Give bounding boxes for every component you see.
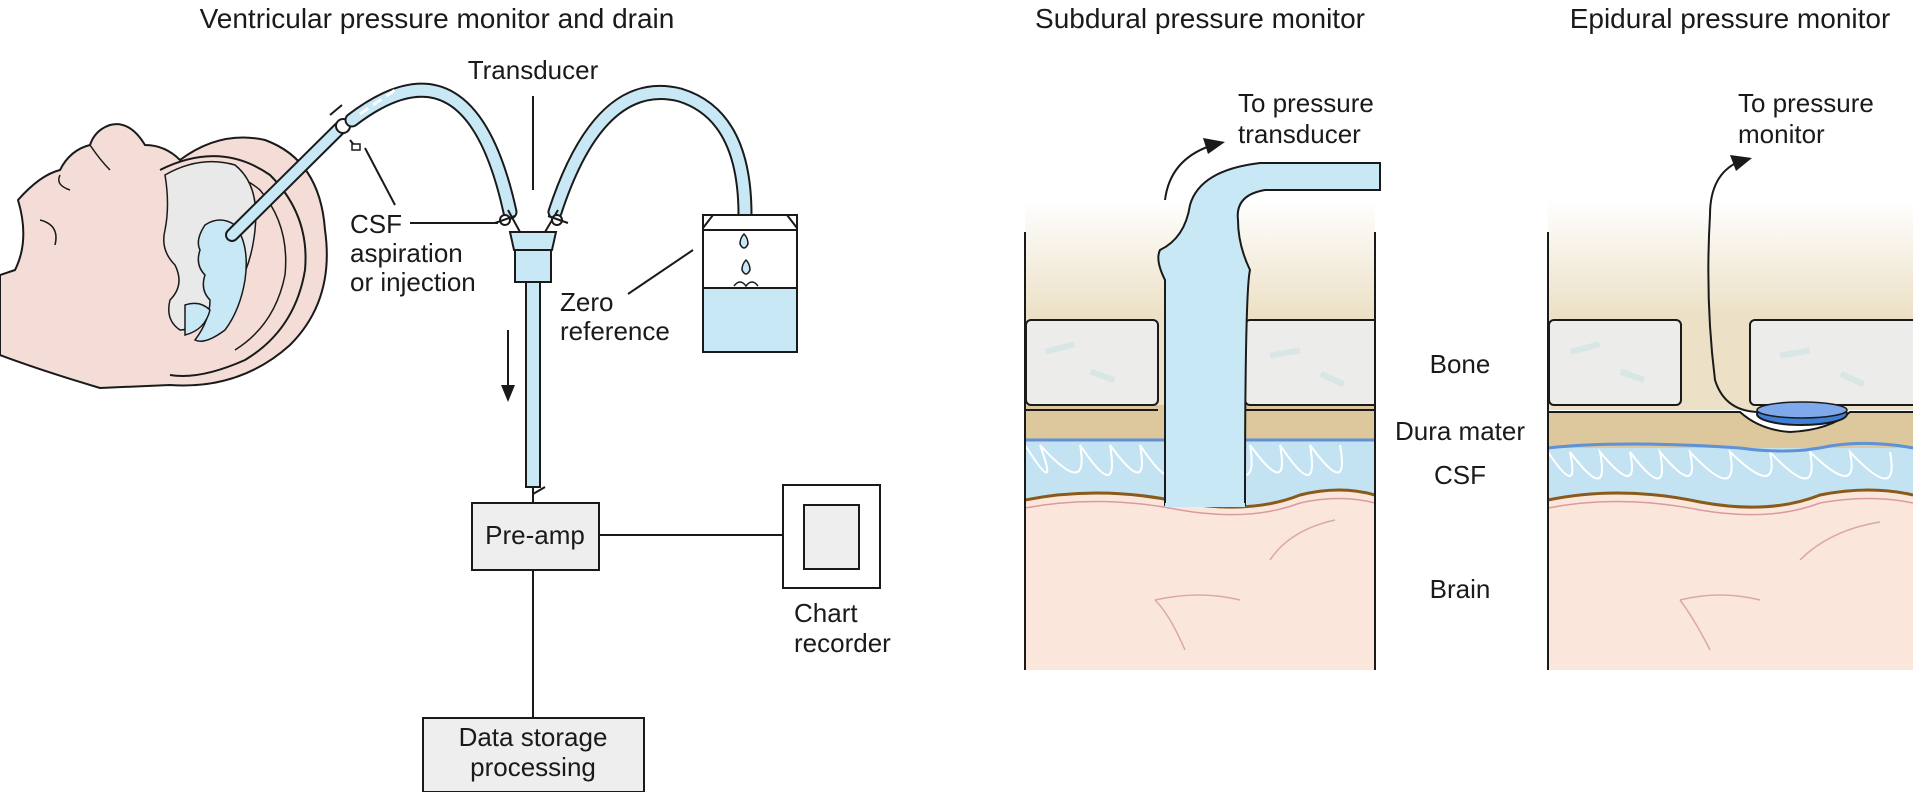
- title-subdural: Subdural pressure monitor: [1035, 3, 1365, 34]
- subdural-bolt: [1157, 162, 1381, 507]
- label-recorder: recorder: [794, 628, 891, 658]
- label-chart: Chart: [794, 598, 858, 628]
- transducer: [494, 96, 569, 488]
- label-transducer: Transducer: [468, 55, 599, 85]
- layer-csf: CSF: [1434, 460, 1486, 490]
- layer-brain: Brain: [1430, 574, 1491, 604]
- layer-dura: Dura mater: [1395, 416, 1525, 446]
- label-to-pressure-transducer-1: To pressure: [1238, 88, 1374, 118]
- subdural-arrow: [1164, 138, 1225, 201]
- label-processing: processing: [470, 752, 596, 782]
- epidural-cross-section: [1548, 200, 1913, 670]
- chart-recorder: [782, 484, 881, 589]
- label-preamp: Pre-amp: [485, 520, 585, 550]
- flow-arrow: [501, 330, 515, 402]
- label-to-pressure-monitor-2: monitor: [1738, 119, 1825, 149]
- drain-tubing: [344, 82, 753, 223]
- title-ventricular: Ventricular pressure monitor and drain: [200, 3, 675, 34]
- label-or-injection: or injection: [350, 267, 476, 297]
- label-zero: Zero: [560, 287, 613, 317]
- ventricular-catheter: [225, 104, 361, 242]
- patient-head: [0, 123, 328, 390]
- layer-bone: Bone: [1430, 349, 1491, 379]
- label-to-pressure-monitor-1: To pressure: [1738, 88, 1874, 118]
- label-data-storage: Data storage: [459, 722, 608, 752]
- label-aspiration: aspiration: [350, 238, 463, 268]
- preamp-box: Pre-amp: [471, 502, 600, 571]
- title-epidural: Epidural pressure monitor: [1570, 3, 1891, 34]
- label-to-pressure-transducer-2: transducer: [1238, 119, 1361, 149]
- label-csf: CSF: [350, 209, 402, 239]
- epidural-sensor: [1707, 214, 1848, 426]
- data-storage-box: Data storage processing: [422, 717, 645, 792]
- epidural-arrow: [1709, 155, 1752, 216]
- zero-reference-reservoir: [702, 214, 798, 353]
- label-reference: reference: [560, 316, 670, 346]
